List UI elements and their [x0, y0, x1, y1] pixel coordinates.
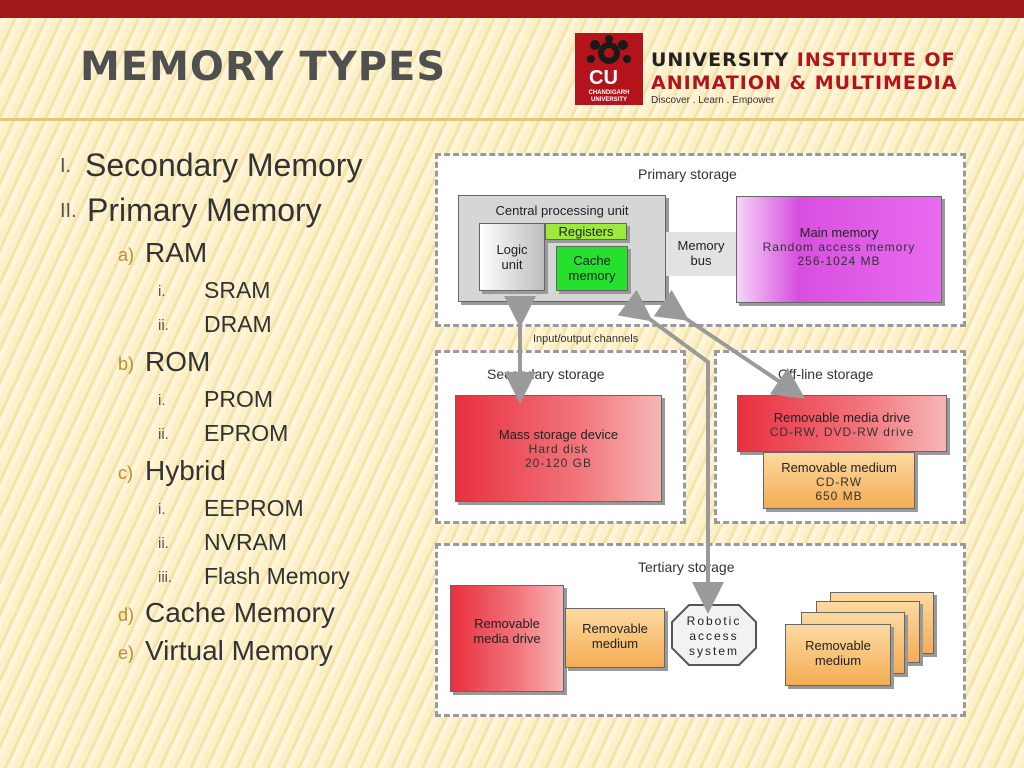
main-memory-box: Main memory Random access memory 256-102…	[736, 196, 942, 303]
list-item: ii. DRAM	[158, 311, 272, 338]
list-marker: d)	[118, 605, 135, 625]
tape-stack-label: Removable medium	[805, 638, 871, 668]
offline-medium-label: Removable medium	[781, 460, 897, 475]
cache-memory-label: Cache memory	[568, 253, 616, 283]
list-item-label: DRAM	[204, 311, 272, 337]
list-item-label: ROM	[145, 346, 211, 377]
mass-storage-label: Mass storage device	[498, 427, 619, 442]
mass-storage-box: Mass storage device Hard disk 20-120 GB	[455, 395, 662, 502]
list-item-label: Hybrid	[145, 455, 226, 486]
logic-unit-box: Logic unit	[479, 223, 545, 291]
io-channels-label: Input/output channels	[533, 333, 639, 345]
tape-stack-front: Removable medium	[785, 624, 891, 686]
list-item: a) RAM	[118, 237, 207, 269]
cpu-label: Central processing unit	[495, 203, 629, 218]
offline-drive-label: Removable media drive	[773, 410, 911, 425]
list-item: c) Hybrid	[118, 455, 226, 487]
offline-storage-title: Off-line storage	[778, 366, 874, 382]
logo-line-2: ANIMATION & MULTIMEDIA	[651, 72, 958, 94]
memory-bus-box: Memory bus	[666, 232, 736, 276]
main-memory-label: Main memory	[799, 225, 879, 240]
title-divider	[0, 118, 1024, 121]
offline-medium-capacity: 650 MB	[815, 489, 863, 503]
list-item-label: SRAM	[204, 277, 271, 303]
list-marker: i.	[158, 392, 166, 409]
list-marker: b)	[118, 354, 135, 374]
mass-storage-type: Hard disk	[528, 442, 589, 456]
slide-title: MEMORY TYPES	[80, 44, 447, 90]
list-item-label: PROM	[204, 386, 273, 412]
logo-cu-subtext: CHANDIGARH UNIVERSITY	[588, 90, 630, 103]
logic-unit-label: Logic unit	[496, 242, 528, 272]
registers-label: Registers	[558, 224, 614, 239]
registers-box: Registers	[545, 223, 627, 240]
offline-medium-type: CD-RW	[815, 475, 863, 489]
list-item-label: Secondary Memory	[85, 147, 363, 183]
list-item-label: EPROM	[204, 420, 289, 446]
logo-tagline: Discover . Learn . Empower	[651, 95, 775, 106]
list-marker: ii.	[158, 317, 169, 334]
list-marker: c)	[118, 463, 133, 483]
list-item-label: Flash Memory	[204, 563, 350, 589]
list-item: ii. NVRAM	[158, 529, 287, 556]
list-item-label: Cache Memory	[145, 597, 335, 628]
list-item: d) Cache Memory	[118, 597, 335, 629]
university-logo: CU CHANDIGARH UNIVERSITY UNIVERSITY INST…	[575, 33, 985, 109]
main-memory-type: Random access memory	[762, 240, 916, 254]
list-item: ii. EPROM	[158, 420, 288, 447]
list-marker: II.	[60, 200, 77, 222]
list-item: II. Primary Memory	[60, 192, 322, 229]
list-marker: ii.	[158, 426, 169, 443]
list-item-label: Primary Memory	[87, 192, 322, 228]
top-accent-bar	[0, 0, 1024, 18]
list-marker: ii.	[158, 535, 169, 552]
logo-line-1: UNIVERSITY INSTITUTE OF	[651, 49, 956, 71]
robotic-access-octagon	[671, 604, 757, 666]
tertiary-storage-title: Tertiary storage	[638, 559, 735, 575]
list-item: b) ROM	[118, 346, 210, 378]
list-marker: e)	[118, 643, 135, 663]
list-item: iii. Flash Memory	[158, 563, 350, 590]
cache-memory-box: Cache memory	[556, 246, 628, 291]
list-item: i. EEPROM	[158, 495, 304, 522]
main-memory-capacity: 256-1024 MB	[797, 254, 881, 268]
tertiary-drive-label: Removable media drive	[473, 616, 541, 646]
tertiary-medium-box: Removable medium	[565, 608, 665, 668]
memory-bus-label: Memory bus	[677, 238, 725, 268]
logo-word-university: UNIVERSITY	[651, 49, 790, 71]
logo-cu-text: CU	[589, 67, 618, 89]
tertiary-drive-box: Removable media drive	[450, 585, 564, 692]
offline-medium-box: Removable medium CD-RW 650 MB	[763, 452, 915, 509]
list-item: i. SRAM	[158, 277, 270, 304]
logo-badge: CU CHANDIGARH UNIVERSITY	[575, 33, 643, 105]
robotic-access-label: Robotic access system	[686, 614, 742, 658]
list-marker: iii.	[158, 569, 173, 586]
list-item-label: Virtual Memory	[145, 635, 333, 666]
offline-drive-sub: CD-RW, DVD-RW drive	[769, 425, 915, 439]
mass-storage-capacity: 20-120 GB	[524, 456, 593, 470]
list-item-label: RAM	[145, 237, 208, 268]
list-item: I. Secondary Memory	[60, 147, 362, 184]
tertiary-medium-label: Removable medium	[582, 621, 648, 651]
list-marker: i.	[158, 501, 166, 518]
primary-storage-title: Primary storage	[638, 166, 737, 182]
list-item-label: NVRAM	[204, 529, 288, 555]
secondary-storage-title: Secondary storage	[487, 366, 605, 382]
logo-word-institute: INSTITUTE OF	[789, 49, 956, 71]
gear-emblem-icon	[587, 35, 631, 64]
list-item-label: EEPROM	[204, 495, 304, 521]
list-item: e) Virtual Memory	[118, 635, 333, 667]
offline-drive-box: Removable media drive CD-RW, DVD-RW driv…	[737, 395, 947, 452]
list-marker: i.	[158, 283, 166, 300]
list-marker: I.	[60, 155, 72, 177]
list-item: i. PROM	[158, 386, 273, 413]
list-marker: a)	[118, 245, 135, 265]
